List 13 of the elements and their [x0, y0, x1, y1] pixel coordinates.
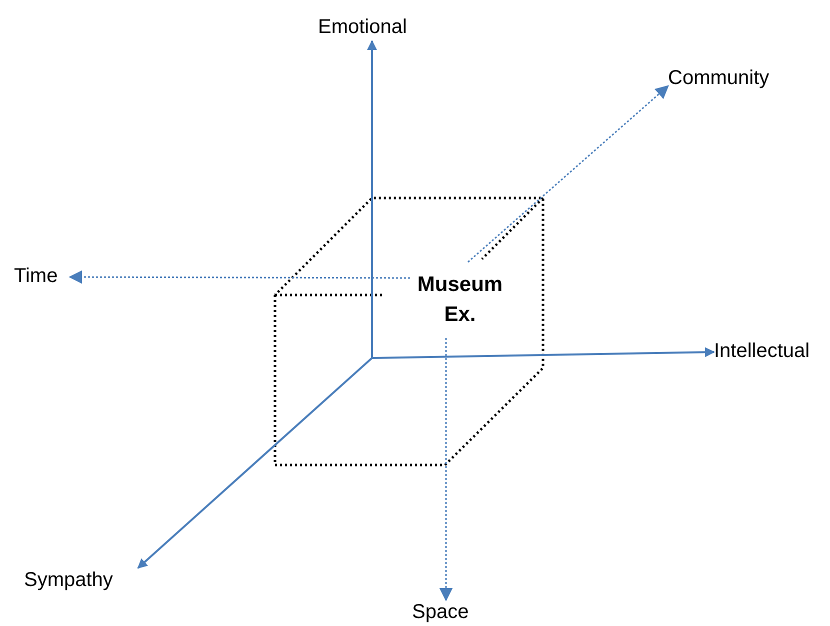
axis-label: Emotional: [318, 15, 426, 41]
axis-label: Sympathy: [24, 568, 138, 594]
dotted-arrow: [468, 85, 670, 263]
axis-arrow: [367, 40, 377, 358]
axis-arrow: [372, 347, 715, 359]
axis-label: Intellectual: [714, 339, 830, 365]
center-label: Museum Ex.: [410, 262, 510, 338]
axis-label: Space: [412, 600, 482, 626]
axis-label: Time: [14, 264, 70, 290]
dotted-arrow: [68, 270, 410, 284]
axis-arrow: [137, 357, 373, 569]
axis-label: Community: [668, 66, 794, 92]
dotted-arrow: [439, 338, 453, 602]
